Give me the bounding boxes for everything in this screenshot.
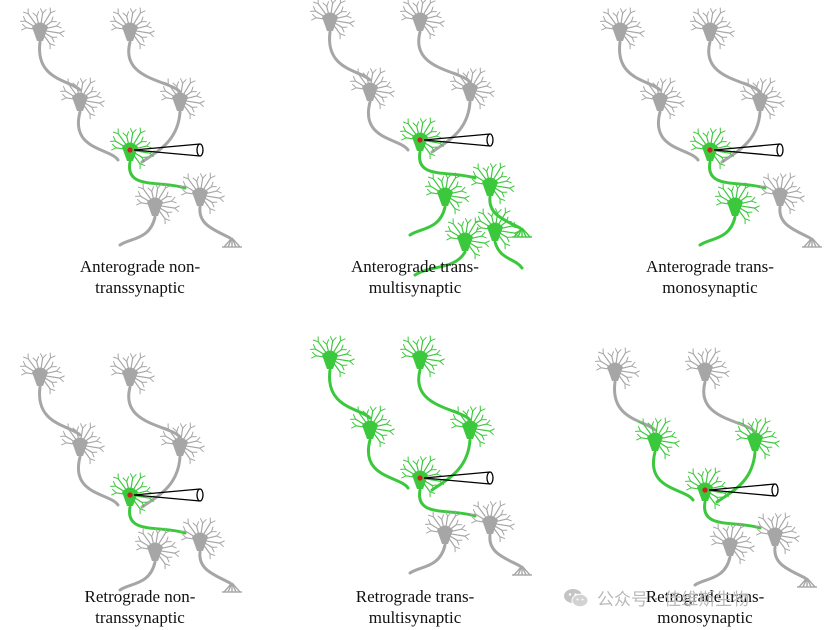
caption-line: transsynaptic: [95, 278, 185, 297]
injection-site-dot: [707, 147, 713, 153]
neuron-downstream-left: [408, 510, 470, 575]
caption-retrograde-trans-multisynaptic: Retrograde trans- multisynaptic: [295, 586, 535, 628]
neuron-upstream-right: [685, 347, 757, 434]
neuron-injected: [110, 472, 187, 535]
neuron-downstream-right: [755, 512, 817, 588]
neuron-downstream-left: [698, 182, 760, 247]
injection-site-dot: [127, 147, 133, 153]
injection-site-dot: [127, 492, 133, 498]
neuron-downstream-right: [180, 517, 242, 593]
neuron-mid-right: [140, 422, 205, 509]
neuron-upstream-right: [690, 7, 762, 94]
caption-line: Retrograde trans-: [645, 587, 765, 606]
watermark-text: 公众号 · 佳维斯生物: [597, 590, 750, 610]
neuron-mid-left: [60, 77, 120, 162]
neuron-injected: [400, 117, 477, 180]
neuron-mid-left: [60, 422, 120, 507]
neuron-upstream-left: [20, 7, 82, 92]
watermark: 公众号 · 佳维斯生物: [563, 585, 749, 610]
injection-pipette: [133, 143, 204, 157]
neuron-upstream-right: [110, 7, 182, 94]
neuron-downstream-left: [693, 522, 755, 587]
injection-site-dot: [417, 475, 423, 481]
neuron-mid-right: [140, 77, 205, 164]
injection-site-dot: [417, 137, 423, 143]
neuron-mid-right: [430, 405, 495, 492]
neuron-upstream-left: [600, 7, 662, 92]
neuron-downstream-right: [180, 172, 242, 248]
caption-line: monosynaptic: [662, 278, 758, 297]
caption-line: monosynaptic: [657, 608, 753, 627]
caption-line: Retrograde non-: [84, 587, 196, 606]
neuron-mid-left: [640, 77, 700, 162]
caption-line: Retrograde trans-: [355, 587, 475, 606]
neuron-upstream-left: [595, 347, 657, 432]
caption-line: Anterograde trans-: [646, 257, 774, 276]
neuron-mid-right: [720, 77, 785, 164]
injection-site-dot: [702, 487, 708, 493]
neuron-upstream-right: [400, 0, 472, 84]
neuron-mid-left: [350, 405, 410, 490]
injection-pipette: [713, 143, 784, 157]
caption-retrograde-non-transsynaptic: Retrograde non- transsynaptic: [20, 586, 260, 628]
injection-pipette: [423, 471, 494, 485]
neuron-third-order-left: [413, 217, 490, 277]
caption-line: Anterograde trans-: [351, 257, 479, 276]
neuron-downstream-right: [470, 162, 532, 238]
neuron-mid-left: [635, 417, 695, 502]
neuron-downstream-left: [408, 172, 470, 237]
neuron-upstream-right: [110, 352, 182, 439]
neuron-upstream-left: [20, 352, 82, 437]
neuron-injected: [400, 455, 477, 518]
caption-anterograde-trans-multisynaptic: Anterograde trans- multisynaptic: [295, 256, 535, 298]
neuron-third-order-right: [475, 207, 524, 270]
injection-pipette: [133, 488, 204, 502]
caption-anterograde-trans-monosynaptic: Anterograde trans- monosynaptic: [590, 256, 830, 298]
caption-line: transsynaptic: [95, 608, 185, 627]
neuron-mid-left: [350, 67, 410, 152]
neuron-upstream-left: [310, 335, 372, 420]
caption-anterograde-non-transsynaptic: Anterograde non- transsynaptic: [20, 256, 260, 298]
neuron-injected: [690, 127, 767, 190]
caption-line: Anterograde non-: [79, 257, 201, 276]
neuron-injected: [685, 467, 762, 530]
neuron-downstream-left: [118, 527, 180, 592]
neuron-injected: [110, 127, 187, 190]
caption-retrograde-trans-monosynaptic: Retrograde trans- monosynaptic: [585, 586, 825, 628]
wechat-icon: [564, 588, 589, 607]
neuron-downstream-left: [118, 182, 180, 247]
neuron-upstream-right: [400, 335, 472, 422]
injection-pipette: [423, 133, 494, 147]
caption-line: multisynaptic: [368, 278, 462, 297]
caption-line: multisynaptic: [368, 608, 462, 627]
injection-pipette: [708, 483, 779, 497]
neuron-upstream-left: [310, 0, 372, 82]
neuron-mid-right: [430, 67, 495, 154]
neuron-downstream-right: [760, 172, 822, 248]
neuron-downstream-right: [470, 500, 532, 576]
neuron-mid-right: [715, 417, 780, 504]
